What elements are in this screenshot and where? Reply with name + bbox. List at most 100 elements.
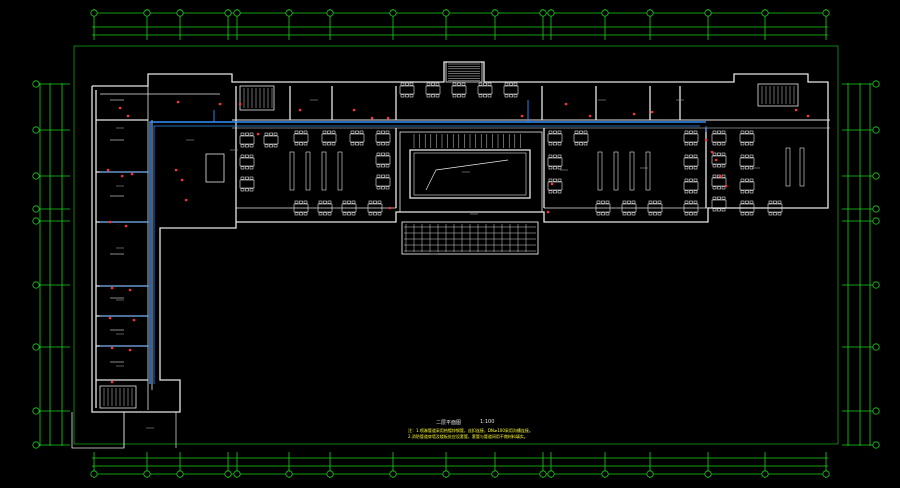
chair xyxy=(553,130,557,134)
sprinkler-device xyxy=(108,220,112,224)
chair xyxy=(684,166,689,170)
bookshelf xyxy=(613,151,619,191)
chair xyxy=(557,154,562,158)
grid-bubble-left xyxy=(32,172,40,180)
chair xyxy=(269,132,273,136)
chair xyxy=(740,154,745,158)
sprinkler-device xyxy=(564,102,568,106)
sprinkler-device xyxy=(132,318,136,322)
chair xyxy=(712,186,717,190)
chair xyxy=(740,212,745,216)
chair xyxy=(583,130,588,134)
grid-bubble-right xyxy=(872,343,880,351)
chair xyxy=(409,94,414,98)
chair xyxy=(381,152,385,156)
sprinkler-device xyxy=(176,100,180,104)
reading-table xyxy=(547,157,563,167)
sprinkler-device xyxy=(718,174,722,178)
sprinkler-device xyxy=(238,102,242,106)
chair xyxy=(351,200,356,204)
chair xyxy=(303,212,308,216)
chair xyxy=(376,152,381,156)
chair xyxy=(376,164,381,168)
sprinkler-device xyxy=(108,316,112,320)
sprinkler-device xyxy=(806,114,810,118)
sprinkler-device xyxy=(710,150,714,154)
chair xyxy=(693,130,698,134)
chair xyxy=(684,142,689,146)
chair xyxy=(294,200,299,204)
chair xyxy=(689,154,693,158)
chair xyxy=(712,174,717,178)
chair xyxy=(548,142,553,146)
sprinkler-device xyxy=(520,114,524,118)
grid-bubble-top xyxy=(822,9,830,17)
chair xyxy=(385,130,390,134)
chair xyxy=(622,200,627,204)
grid-bubble-left xyxy=(32,281,40,289)
chair xyxy=(249,132,254,136)
chair xyxy=(240,166,245,170)
chair xyxy=(273,144,278,148)
sprinkler-device xyxy=(714,158,718,162)
grid-bubble-right xyxy=(872,217,880,225)
reading-table xyxy=(425,85,441,95)
chair xyxy=(299,130,303,134)
chair xyxy=(405,82,409,86)
chair xyxy=(745,212,749,216)
chair xyxy=(717,208,721,212)
chair xyxy=(693,212,698,216)
grid-bubble-top xyxy=(224,9,232,17)
chair xyxy=(405,94,409,98)
chair xyxy=(426,94,431,98)
chair xyxy=(513,94,518,98)
chair xyxy=(376,174,381,178)
fire-devices xyxy=(106,100,810,384)
grid-bubble-right xyxy=(872,441,880,449)
chair xyxy=(478,94,483,98)
chair xyxy=(478,82,483,86)
chair xyxy=(721,130,726,134)
chair xyxy=(574,142,579,146)
reading-table xyxy=(711,155,727,165)
chair xyxy=(596,212,601,216)
chair xyxy=(745,142,749,146)
chair xyxy=(548,154,553,158)
sprinkler-device xyxy=(546,210,550,214)
chair xyxy=(579,130,583,134)
sprinkler-device xyxy=(370,116,374,120)
grid-bubble-top xyxy=(601,9,609,17)
chair xyxy=(318,212,323,216)
chair xyxy=(712,142,717,146)
reading-table xyxy=(317,203,333,213)
sprinkler-device xyxy=(174,168,178,172)
chair xyxy=(513,82,518,86)
chair xyxy=(777,212,782,216)
chair xyxy=(351,212,356,216)
chair xyxy=(721,186,726,190)
chair xyxy=(409,82,414,86)
chair xyxy=(627,212,631,216)
chair xyxy=(749,190,754,194)
chair xyxy=(749,178,754,182)
grid-bubble-top xyxy=(143,9,151,17)
chair xyxy=(693,178,698,182)
reading-table xyxy=(341,203,357,213)
sprinkler-device xyxy=(724,184,728,188)
chair xyxy=(299,212,303,216)
chair xyxy=(487,94,492,98)
grid-bubble-right xyxy=(872,407,880,415)
chair xyxy=(768,212,773,216)
chair xyxy=(712,130,717,134)
chair xyxy=(452,82,457,86)
bookshelf xyxy=(597,151,603,191)
sprinkler-device xyxy=(256,132,260,136)
reading-table xyxy=(293,203,309,213)
sprinkler-device xyxy=(120,174,124,178)
reading-table xyxy=(349,133,365,143)
building-walls xyxy=(71,61,830,449)
sprinkler-device xyxy=(110,286,114,290)
chair xyxy=(749,212,754,216)
reading-table xyxy=(683,181,699,191)
